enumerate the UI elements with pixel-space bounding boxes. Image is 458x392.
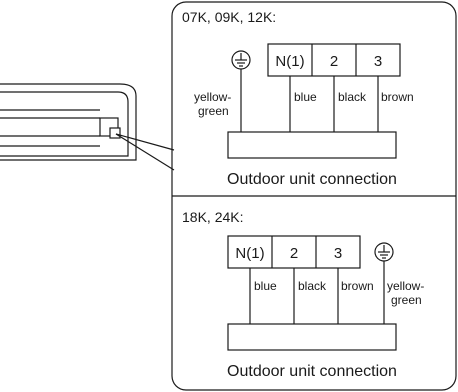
- terminal-2: 2: [290, 245, 298, 262]
- wires: [249, 261, 385, 324]
- indoor-unit-illustration: [0, 83, 175, 171]
- terminal-n1: N(1): [275, 53, 304, 70]
- terminal-block: N(1) 2 3: [227, 235, 361, 269]
- outdoor-unit-caption: Outdoor unit connection: [227, 363, 397, 380]
- terminal-n1: N(1): [235, 245, 264, 262]
- outdoor-unit-caption: Outdoor unit connection: [227, 171, 397, 188]
- wire-label-ground: yellow- green: [387, 279, 428, 307]
- ground-symbol-icon: [374, 242, 394, 262]
- terminal-2: 2: [330, 53, 338, 70]
- outdoor-unit-block: [227, 323, 397, 351]
- wire-label-2: black: [298, 279, 327, 293]
- wire-label-n1: blue: [254, 279, 277, 293]
- wires: [240, 69, 379, 132]
- panel-small-units: 07K, 09K, 12K: N(1) 2 3 yellow-: [182, 9, 414, 188]
- wire-label-3: brown: [341, 279, 374, 293]
- terminal-block: N(1) 2 3: [267, 43, 401, 77]
- panel-large-units: 18K, 24K: N(1) 2 3 blue black br: [182, 209, 428, 380]
- wire-label-2: black: [338, 90, 367, 104]
- wire-label-ground: yellow- green: [194, 90, 235, 118]
- model-label: 18K, 24K:: [182, 209, 244, 225]
- model-label: 07K, 09K, 12K:: [182, 9, 276, 25]
- terminal-3: 3: [374, 53, 382, 70]
- wire-label-n1: blue: [294, 90, 317, 104]
- outdoor-unit-block: [227, 131, 397, 159]
- wire-label-3: brown: [381, 90, 414, 104]
- ground-symbol-icon: [231, 50, 251, 70]
- terminal-3: 3: [334, 245, 342, 262]
